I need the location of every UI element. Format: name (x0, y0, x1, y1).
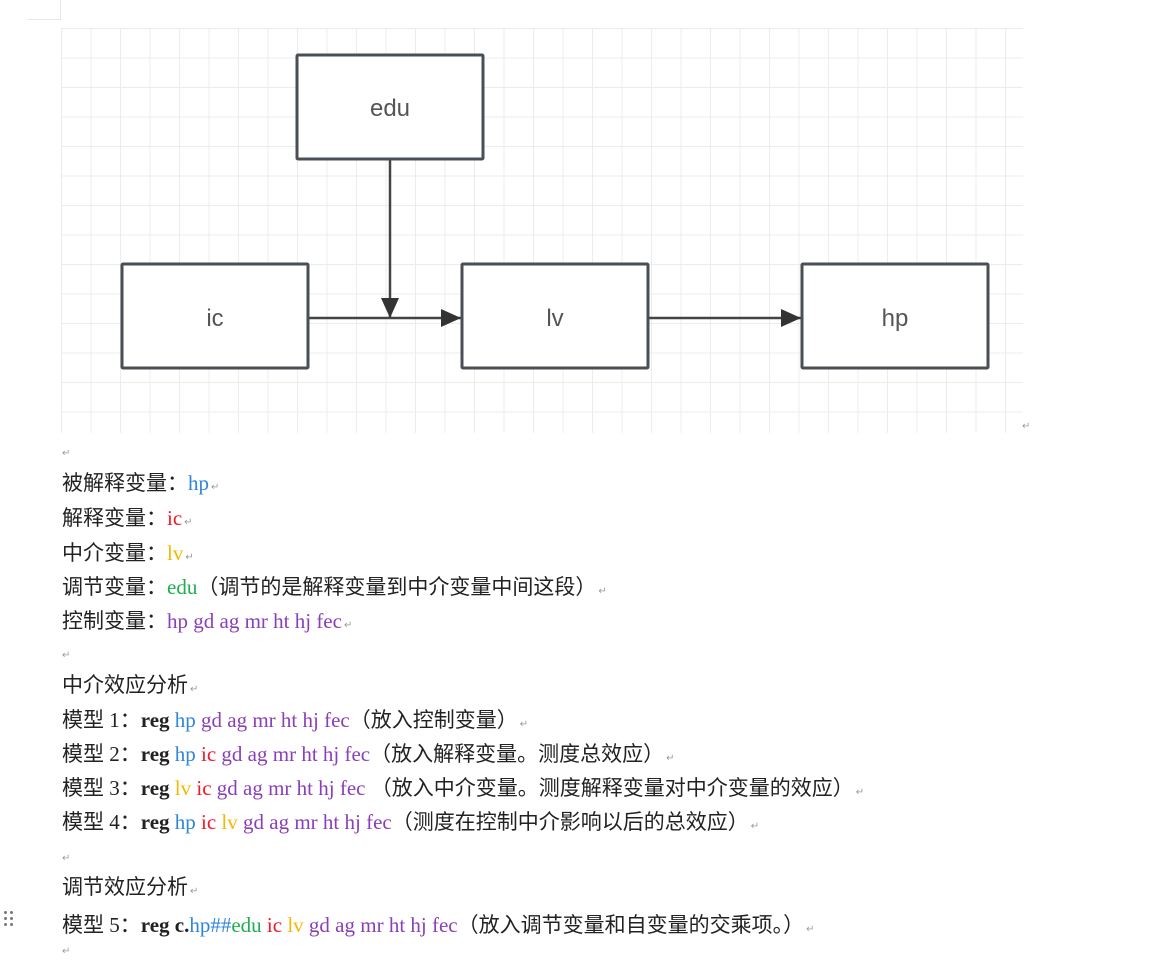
model-variable: gd ag mr ht hj fec (303, 913, 458, 937)
model-note: （放入解释变量。测度总效应） (370, 742, 665, 766)
model-label: 模型 4： (62, 810, 141, 834)
dependent-variable-label: 被解释变量： (62, 471, 188, 495)
paragraph-mark: ↵ (1022, 421, 1031, 432)
model-variable: lv (287, 913, 304, 937)
paragraph-mark: ↵ (343, 620, 353, 631)
model-line: 模型 2：reg hp ic gd ag mr ht hj fec（放入解释变量… (62, 739, 675, 774)
model-command: reg (140, 742, 175, 766)
model-variable: gd ag mr ht hj fec (195, 708, 350, 732)
model-variable: lv (174, 776, 192, 800)
model-note: （放入中介变量。测度解释变量对中介变量的效应） (365, 776, 854, 800)
model-variable: hp## (189, 913, 232, 937)
model-label: 模型 5： (62, 913, 141, 937)
paragraph-mark: ↵ (184, 517, 193, 528)
diagram-canvas: edu ic lv hp (120, 53, 990, 370)
paragraph-mark: ↵ (190, 684, 199, 695)
explanatory-variable-label: 解释变量： (62, 506, 167, 530)
moderator-variable-line: 调节变量：edu（调节的是解释变量到中介变量中间这段）↵ (62, 572, 607, 607)
paragraph-mark: ↵ (62, 946, 71, 957)
model-variable: hp (174, 810, 196, 834)
path-diagram: edu ic lv hp (61, 28, 1023, 433)
node-lv-label: lv (546, 305, 563, 332)
model-command: reg (140, 708, 175, 732)
drag-handle-icon[interactable] (4, 911, 16, 929)
moderator-variable-note: （调节的是解释变量到中介变量中间这段） (197, 575, 597, 599)
paragraph-mark: ↵ (598, 586, 607, 597)
model-variable: ic (266, 913, 283, 937)
node-ic[interactable]: ic (120, 262, 310, 370)
model-line: 模型 1：reg hp gd ag mr ht hj fec（放入控制变量）↵ (62, 705, 528, 740)
node-ic-label: ic (206, 305, 223, 332)
moderator-variable-label: 调节变量： (62, 575, 167, 599)
dependent-variable-line: 被解释变量：hp↵ (62, 468, 219, 503)
model-label: 模型 2： (62, 742, 141, 766)
control-variables-label: 控制变量： (62, 609, 167, 633)
mediation-heading-text: 中介效应分析 (62, 673, 188, 697)
node-edu-label: edu (370, 95, 410, 122)
moderator-variable-value: edu (167, 575, 198, 599)
model-line: 模型 5：reg c.hp##edu ic lv gd ag mr ht hj … (62, 910, 815, 945)
paragraph-mark: ↵ (190, 886, 199, 897)
dependent-variable-value: hp (188, 471, 209, 495)
paragraph-mark: ↵ (666, 753, 675, 764)
page-corner-mark-vertical (60, 0, 61, 20)
model-variable: hp (174, 742, 196, 766)
node-edu[interactable]: edu (295, 53, 485, 161)
model-variable: lv (221, 810, 238, 834)
model-line: 模型 3：reg lv ic gd ag mr ht hj fec （放入中介变… (62, 773, 864, 808)
paragraph-mark: ↵ (519, 719, 529, 730)
model-command: reg (140, 776, 175, 800)
paragraph-mark: ↵ (806, 924, 815, 935)
mediator-variable-line: 中介变量：lv↵ (62, 538, 194, 573)
model-variable: gd ag mr ht hj fec (216, 742, 371, 766)
control-variables-line: 控制变量：hp gd ag mr ht hj fec↵ (62, 606, 352, 641)
model-variable: edu (231, 913, 262, 937)
mediator-variable-label: 中介变量： (62, 541, 167, 565)
model-variable: ic (201, 810, 217, 834)
model-command: reg c. (140, 913, 190, 937)
paragraph-mark: ↵ (750, 821, 760, 832)
model-variable: hp (174, 708, 196, 732)
model-line: 模型 4：reg hp ic lv gd ag mr ht hj fec（测度在… (62, 807, 759, 842)
model-variable: gd ag mr ht hj fec (237, 810, 392, 834)
paragraph-mark: ↵ (185, 552, 194, 563)
moderation-heading: 调节效应分析↵ (62, 872, 198, 907)
model-note: （放入调节变量和自变量的交乘项。） (457, 913, 805, 937)
paragraph-mark: ↵ (211, 482, 220, 493)
paragraph-mark: ↵ (62, 650, 71, 661)
mediation-heading: 中介效应分析↵ (62, 670, 198, 705)
moderation-heading-text: 调节效应分析 (62, 875, 188, 899)
paragraph-mark: ↵ (62, 448, 71, 459)
node-hp-label: hp (882, 305, 909, 332)
paragraph-mark: ↵ (855, 787, 865, 798)
node-lv[interactable]: lv (460, 262, 650, 370)
control-variables-value: hp gd ag mr ht hj fec (167, 609, 342, 633)
model-command: reg (140, 810, 175, 834)
model-variable: ic (196, 776, 212, 800)
model-label: 模型 3： (62, 776, 141, 800)
explanatory-variable-line: 解释变量：ic↵ (62, 503, 193, 538)
model-note: （测度在控制中介影响以后的总效应） (391, 810, 749, 834)
model-note: （放入控制变量） (349, 708, 518, 732)
paragraph-mark: ↵ (62, 853, 71, 864)
mediator-variable-value: lv (167, 541, 184, 565)
node-hp[interactable]: hp (800, 262, 990, 370)
model-label: 模型 1： (62, 708, 141, 732)
model-variable: gd ag mr ht hj fec (211, 776, 366, 800)
page-corner-mark-horizontal (28, 19, 61, 20)
explanatory-variable-value: ic (167, 506, 183, 530)
model-variable: ic (201, 742, 217, 766)
